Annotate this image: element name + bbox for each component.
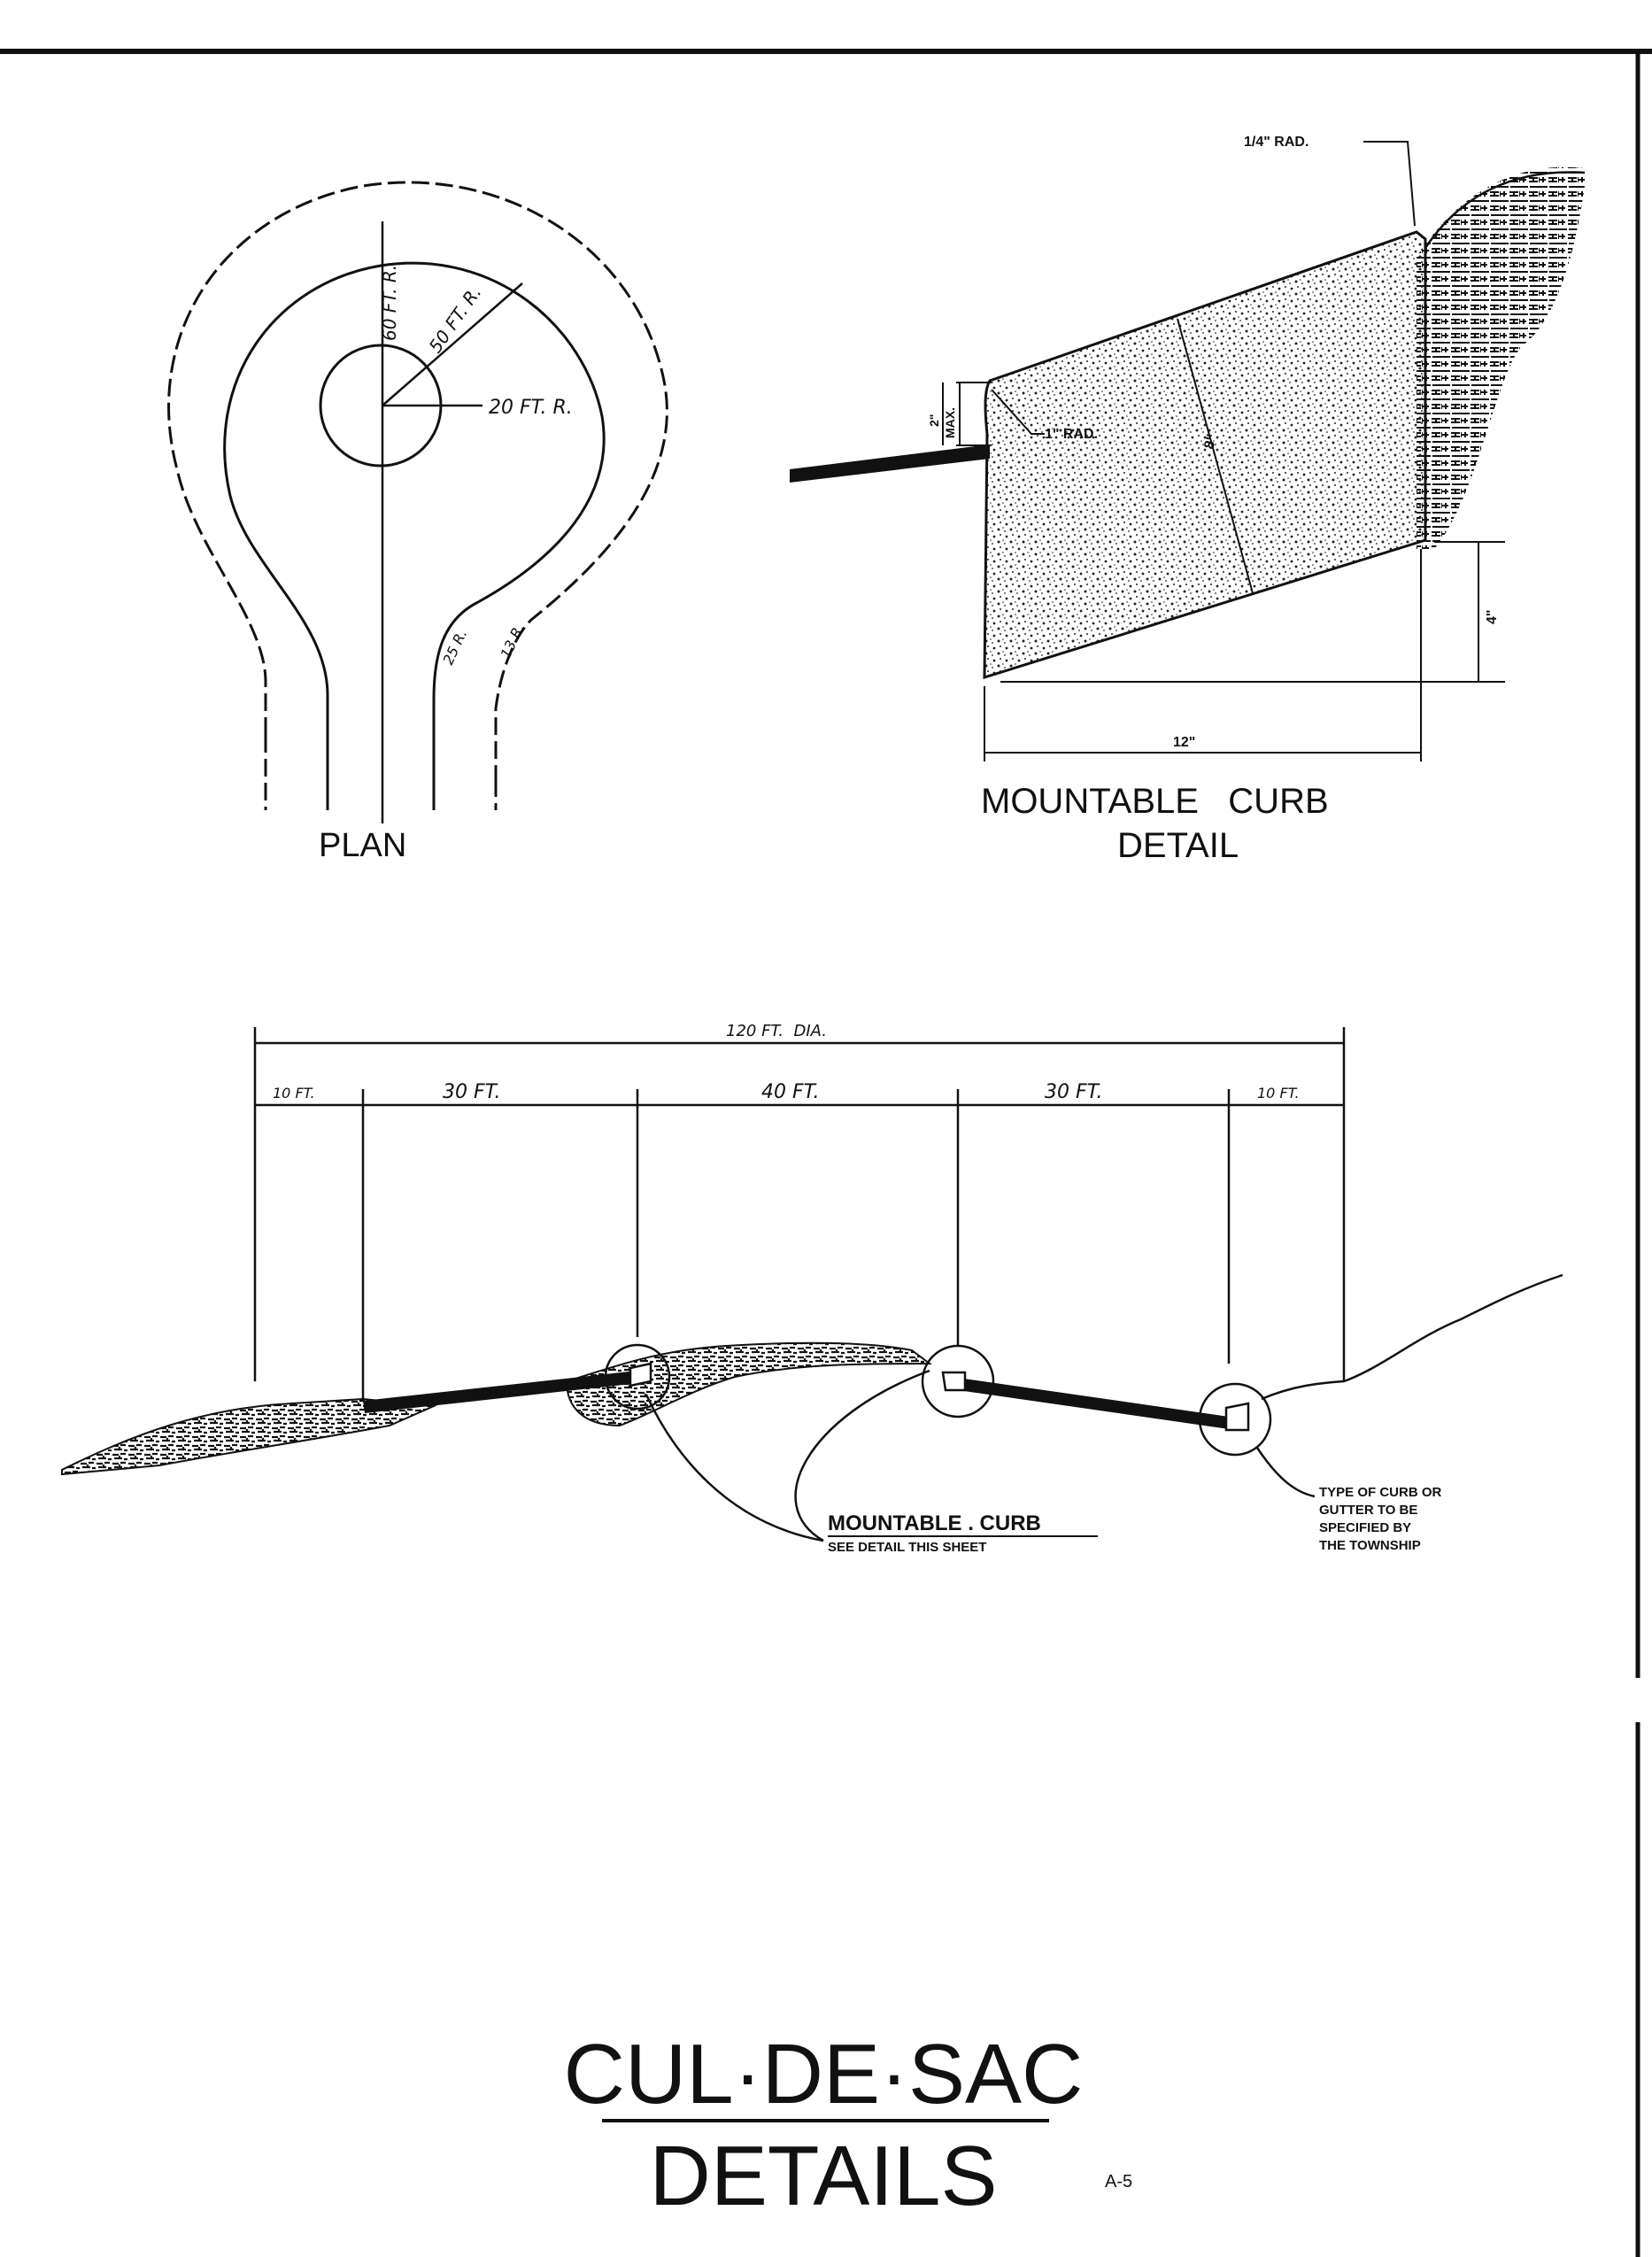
section-seg4-label: 30 FT. (1045, 1081, 1102, 1103)
curb-width-dim-label: 12" (1173, 735, 1195, 750)
section-profile (61, 1273, 1563, 1542)
sheet-title-line1: CUL·DE·SAC (564, 2027, 1084, 2122)
section-center-mound (565, 1341, 932, 1427)
callout-type-of-curb-1: TYPE OF CURB OR (1319, 1485, 1442, 1500)
curb-detail-title-line2: DETAIL (1117, 826, 1239, 865)
sheet-title-line2: DETAILS (650, 2129, 998, 2223)
plan-r-outer-label: 60 FT. R. (379, 265, 400, 341)
section-seg5-label: 10 FT. (1257, 1085, 1300, 1101)
section-curb-circle-1 (604, 1343, 671, 1411)
callout-see-detail: SEE DETAIL THIS SHEET (828, 1540, 986, 1555)
plan-title: PLAN (319, 827, 406, 864)
callout-mountable-curb: MOUNTABLE . CURB (828, 1511, 1041, 1535)
section-seg1-label: 10 FT. (273, 1085, 315, 1101)
plan-r-curve1-label: 25 R. (439, 627, 470, 668)
curb-rad-top-label: 1/4" RAD. (1244, 135, 1308, 150)
plan-view (167, 181, 668, 823)
callout-type-of-curb-3: SPECIFIED BY (1319, 1520, 1411, 1535)
curb-detail-title-line1: MOUNTABLE CURB (981, 782, 1329, 821)
curb-nose-height-label: 2" (927, 414, 941, 427)
curb-detail-labels: 1/4" RAD. 1" RAD. 2" MAX. 8" 4" 12" MOUN… (927, 135, 1500, 865)
section-curb-circle-3 (1198, 1382, 1272, 1457)
section-seg2-label: 30 FT. (443, 1081, 500, 1103)
plan-r-inner-label: 20 FT. R. (489, 397, 573, 419)
section-dimensions (253, 1027, 1346, 1399)
curb-depth-dim-label: 4" (1485, 610, 1500, 624)
plan-pavement-edge (223, 261, 606, 810)
curb-earth-backfill (1417, 166, 1585, 549)
curb-nose-max-label: MAX. (943, 407, 957, 438)
section-callouts: MOUNTABLE . CURB SEE DETAIL THIS SHEET T… (828, 1485, 1442, 1555)
curb-pavement-slab (790, 444, 990, 483)
section-left-ground (61, 1397, 437, 1476)
callout-type-of-curb-2: GUTTER TO BE (1319, 1503, 1417, 1518)
plan-r-middle-label: 50 FT. R. (424, 282, 485, 357)
sheet-number: A-5 (1105, 2172, 1132, 2191)
sheet-title: CUL·DE·SAC DETAILS A-5 (564, 2027, 1132, 2223)
section-right-ground (1261, 1273, 1563, 1401)
callout-type-of-curb-4: THE TOWNSHIP (1319, 1538, 1421, 1553)
plan-r-curve2-label: 13 R. (497, 621, 528, 661)
curb-concrete-body (983, 230, 1427, 680)
curb-slope-dim-label: 8" (1201, 433, 1220, 451)
section-right-pavement (958, 1378, 1229, 1429)
curb-detail (790, 141, 1586, 761)
section-dimension-labels: 120 FT. DIA. 10 FT. 30 FT. 40 FT. 30 FT.… (273, 1022, 1300, 1103)
section-total-label: 120 FT. DIA. (726, 1022, 827, 1040)
sheet-border (0, 49, 1652, 2257)
curb-rad-nose-label: 1" RAD. (1045, 427, 1098, 442)
section-curb-circle-2 (921, 1344, 995, 1418)
plan-outer-boundary (167, 181, 668, 779)
section-seg3-label: 40 FT. (761, 1081, 819, 1103)
